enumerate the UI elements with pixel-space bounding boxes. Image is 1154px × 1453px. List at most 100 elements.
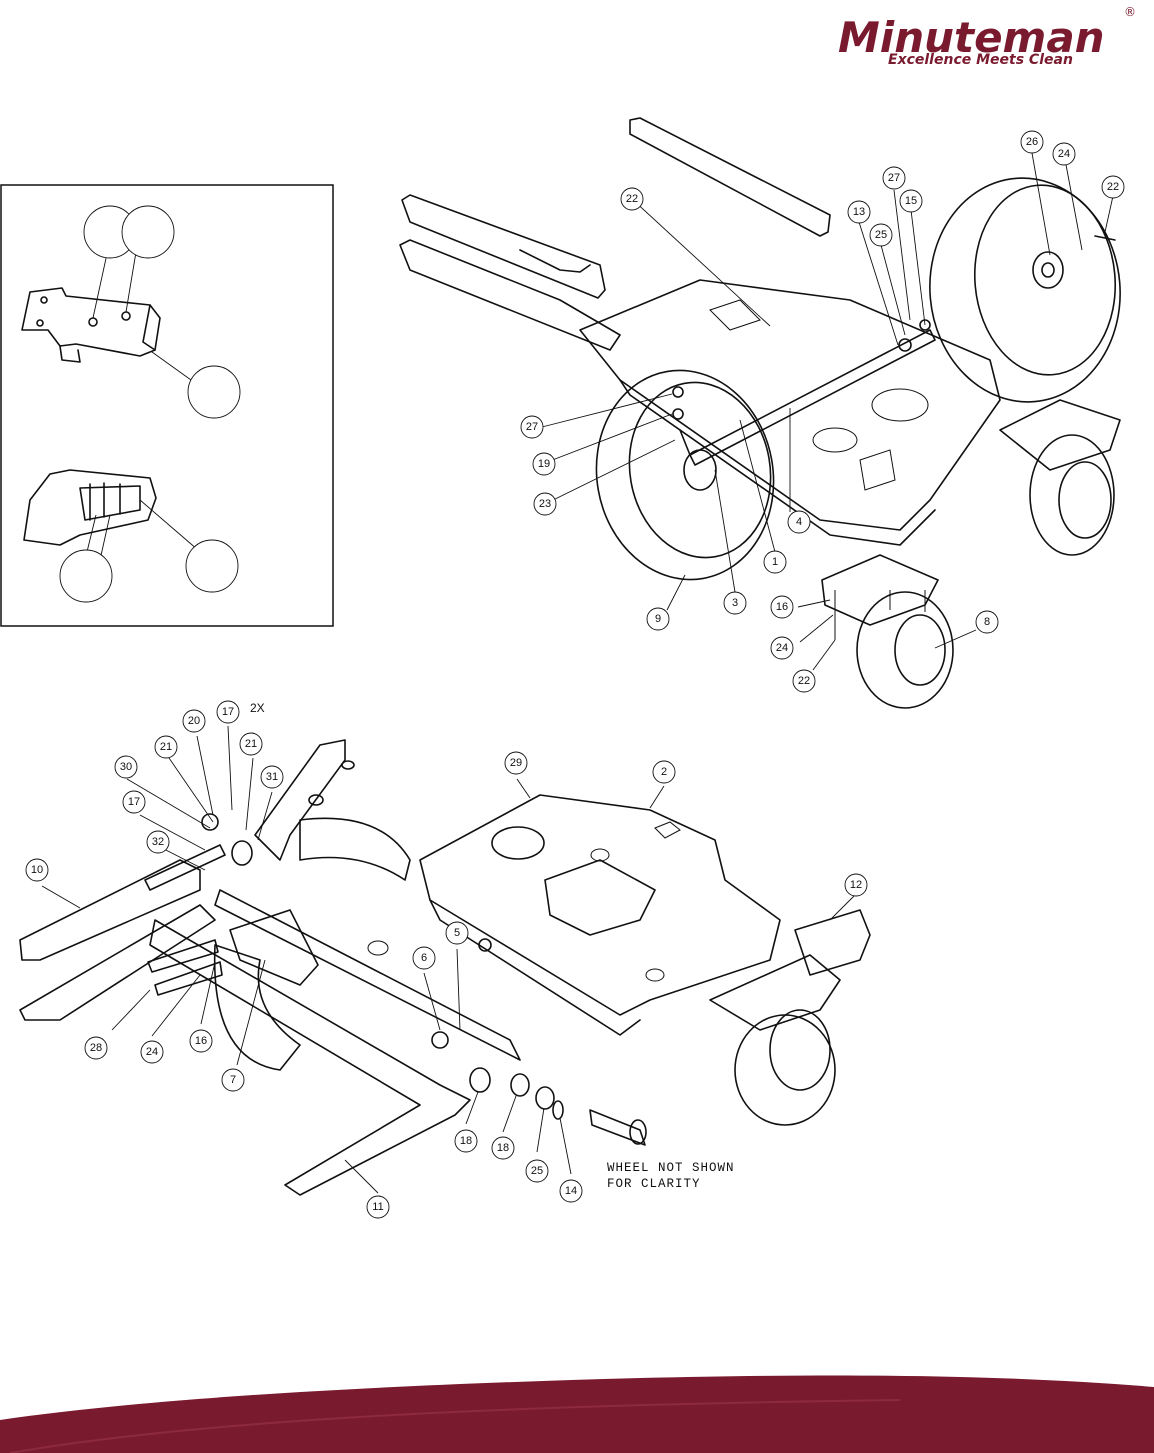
- callout-c-28: 28: [84, 1036, 108, 1060]
- callout-c-24c: 24: [140, 1040, 164, 1064]
- callout-label: 10: [31, 864, 43, 876]
- callout-circle: [154, 735, 178, 759]
- callout-circle: [221, 1068, 245, 1092]
- callout-c-10: 10: [25, 858, 49, 882]
- callout-label: 27: [888, 172, 900, 184]
- callout-c-15: 15: [899, 189, 923, 213]
- callout-circle: [216, 700, 240, 724]
- callout-c-22b: 22: [1101, 175, 1125, 199]
- callout-label: 29: [510, 757, 522, 769]
- callout-circle: [882, 166, 906, 190]
- callout-circle: [763, 550, 787, 574]
- callout-label: 24: [776, 642, 788, 654]
- top-assembly: [399, 117, 1121, 709]
- footer-swoosh: [0, 1375, 1154, 1453]
- callout-c-14: 14: [559, 1179, 583, 1203]
- callout-c-32: 32: [146, 830, 170, 854]
- callout-circle: [770, 595, 794, 619]
- callout-label: 7: [230, 1074, 236, 1086]
- callout-label: 14: [565, 1185, 577, 1197]
- callout-label: 2: [661, 766, 667, 778]
- callout-circle: [899, 189, 923, 213]
- callout-c-24a: 24: [1052, 142, 1076, 166]
- callout-circle: [84, 1036, 108, 1060]
- callout-label: 16: [195, 1035, 207, 1047]
- callout-circle: [239, 732, 263, 756]
- callout-label: 13: [853, 206, 865, 218]
- callout-circle: [533, 492, 557, 516]
- callout-c-2: 2: [652, 760, 676, 784]
- callout-c-26: 26: [1020, 130, 1044, 154]
- callout-c-22c: 22: [792, 669, 816, 693]
- callout-label: 6: [421, 952, 427, 964]
- brand-name: Minuteman: [838, 13, 1105, 62]
- callout-label: 25: [875, 229, 887, 241]
- callout-c-17a: 17: [216, 700, 240, 724]
- callout-circle: [620, 187, 644, 211]
- callout-label: 18: [497, 1142, 509, 1154]
- callout-label: 12: [850, 879, 862, 891]
- callout-label: 22: [626, 193, 638, 205]
- callout-circle: [445, 921, 469, 945]
- registered-mark: ®: [1124, 5, 1136, 19]
- callout-label: 1: [772, 556, 778, 568]
- callout-circle: [504, 751, 528, 775]
- callout-label: 21: [245, 738, 257, 750]
- callout-label: 9: [655, 613, 661, 625]
- bottom-assembly: [19, 725, 871, 1196]
- callout-label: 27: [526, 421, 538, 433]
- callout-circle: [723, 591, 747, 615]
- callout-c-24b: 24: [770, 636, 794, 660]
- callout-circle: [844, 873, 868, 897]
- callout-c-25b: 25: [525, 1159, 549, 1183]
- callout-circle: [122, 790, 146, 814]
- callout-circle: [1020, 130, 1044, 154]
- callout-circle: [646, 607, 670, 631]
- brand-tagline: Excellence Meets Clean: [888, 52, 1073, 68]
- callout-label: 23: [539, 498, 551, 510]
- bottom-leaders: [41, 725, 855, 1194]
- callout-c-17b: 17: [122, 790, 146, 814]
- callout-c-12: 12: [844, 873, 868, 897]
- callout-circle: [520, 415, 544, 439]
- note-line-1: WHEEL NOT SHOWN: [607, 1161, 735, 1175]
- callout-circle: [140, 1040, 164, 1064]
- callout-label: 16: [776, 601, 788, 613]
- callout-circle: [770, 636, 794, 660]
- callout-c-21a: 21: [154, 735, 178, 759]
- callout-circle: [114, 755, 138, 779]
- callout-c-30: 30: [114, 755, 138, 779]
- callout-label: 22: [798, 675, 810, 687]
- callout-circle: [412, 946, 436, 970]
- callout-label: 11: [372, 1201, 383, 1213]
- callout-circle: [1052, 142, 1076, 166]
- quantity-label: 2X: [250, 701, 265, 715]
- callout-c-19: 19: [532, 452, 556, 476]
- callout-label: 31: [266, 771, 278, 783]
- callout-c-31: 31: [260, 765, 284, 789]
- callout-circle: [146, 830, 170, 854]
- callout-label: 21: [160, 741, 172, 753]
- top-leaders: [541, 152, 1114, 671]
- callout-circle: [869, 223, 893, 247]
- callout-label: 22: [1107, 181, 1119, 193]
- callout-c-25a: 25: [869, 223, 893, 247]
- callout-circle: [525, 1159, 549, 1183]
- callout-label: 17: [128, 796, 140, 808]
- callout-c-5: 5: [445, 921, 469, 945]
- callout-c-20: 20: [182, 709, 206, 733]
- callout-c-18b: 18: [491, 1136, 515, 1160]
- callout-label: 24: [1058, 148, 1070, 160]
- callout-label: 5: [454, 927, 460, 939]
- note-line-2: FOR CLARITY: [607, 1177, 701, 1191]
- callout-label: 20: [188, 715, 200, 727]
- callout-c-8: 8: [975, 610, 999, 634]
- callout-c-23: 23: [533, 492, 557, 516]
- callout-circle: [787, 510, 811, 534]
- callout-label: 4: [796, 516, 802, 528]
- callout-circle: [559, 1179, 583, 1203]
- callout-c-18a: 18: [454, 1129, 478, 1153]
- callout-circle: [491, 1136, 515, 1160]
- callout-circle: [189, 1029, 213, 1053]
- callout-circle: [792, 669, 816, 693]
